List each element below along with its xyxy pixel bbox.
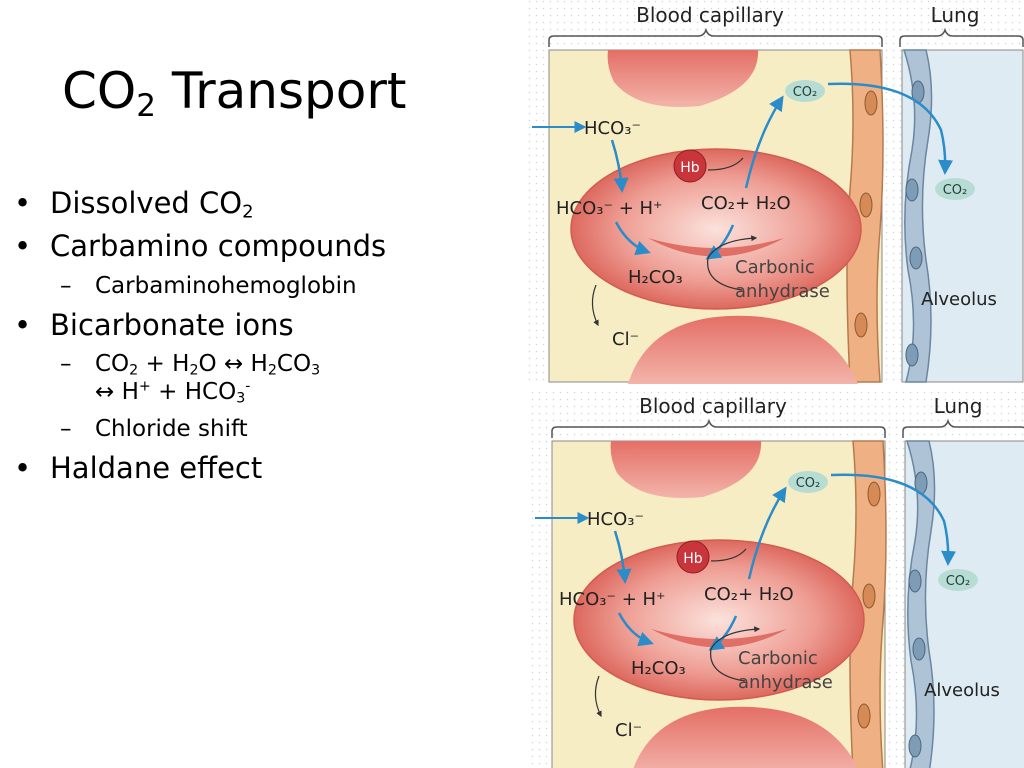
title-transport: Transport (156, 62, 407, 120)
label-lung: Lung (934, 394, 983, 418)
slide-title: CO2 Transport (62, 62, 407, 122)
label-hb: Hb (680, 160, 700, 176)
subbullet-text: Carbaminohemoglobin (95, 272, 357, 299)
eq-o-arrow-h: O ↔ H (198, 351, 268, 378)
label-blood-capillary: Blood capillary (639, 394, 787, 418)
eq-hco: + HCO (150, 379, 237, 406)
bullet-dot: • (14, 307, 32, 342)
eq-arrow-h: ↔ H (95, 379, 139, 406)
bullet-text: Haldane effect (50, 450, 263, 485)
label-lung: Lung (931, 3, 980, 27)
label-co2-plasma: CO₂ (796, 476, 821, 491)
label-co2-alveolus: CO₂ (943, 183, 968, 198)
label-cl: Cl⁻ (612, 329, 639, 350)
title-subscript: 2 (136, 87, 157, 124)
label-carbonic: Carbonic (738, 648, 818, 669)
label-anhydrase: anhydrase (738, 672, 833, 693)
label-hb: Hb (683, 551, 703, 567)
eq-sub: 2 (129, 363, 139, 379)
label-co2-h2o: CO₂+ H₂O (704, 584, 794, 605)
eq-sub: 3 (236, 391, 246, 408)
label-co2-h2o: CO₂+ H₂O (701, 193, 791, 214)
label-h2co3: H₂CO₃ (628, 267, 683, 288)
bullet-text: Bicarbonate ions (50, 307, 294, 342)
bullet-subscript: 2 (242, 201, 254, 223)
label-cl: Cl⁻ (615, 720, 642, 741)
subbullet-chloride: –Chloride shift (14, 415, 386, 443)
subbullet-dash: – (60, 272, 72, 299)
label-hco3-plasma: HCO₃⁻ (584, 118, 641, 139)
label-h2co3: H₂CO₃ (631, 658, 686, 679)
bullet-dot: • (14, 450, 32, 485)
eq-co: CO (95, 351, 130, 378)
bullet-bicarbonate: • Bicarbonate ions (14, 308, 386, 343)
label-blood-capillary: Blood capillary (636, 3, 784, 27)
label-carbonic: Carbonic (735, 257, 815, 278)
bullet-dot: • (14, 186, 32, 220)
subbullet-dash: – (60, 351, 72, 378)
label-co2-alveolus: CO₂ (946, 574, 971, 589)
eq-plus-h: + H (138, 351, 190, 378)
bullet-dissolved-co2: • Dissolved CO2 (14, 186, 386, 221)
subbullet-equation: –CO2 + H2O ↔ H2CO3↔ H+ + HCO3- (14, 350, 386, 406)
diagram-panel-bottom: Blood capillary Lung HCO₃⁻ HCO₃⁻ + H⁺ CO… (531, 391, 1024, 768)
eq-sup: + (138, 378, 151, 395)
eq-co3: CO (276, 351, 312, 378)
bullet-list: •Dissolved CO2 •Carbamino compounds –Car… (14, 186, 386, 493)
bullet-carbamino: • Carbamino compounds (14, 229, 386, 264)
eq-sub: 2 (189, 363, 199, 379)
label-alveolus: Alveolus (924, 680, 1000, 701)
bullet-text: Carbamino compounds (50, 228, 387, 263)
label-hco3-h: HCO₃⁻ + H⁺ (559, 589, 666, 610)
subbullet-carbaminohemoglobin: –Carbaminohemoglobin (14, 272, 386, 300)
label-hco3-h: HCO₃⁻ + H⁺ (556, 198, 663, 219)
bullet-text: Dissolved CO (50, 186, 243, 220)
bullet-haldane: • Haldane effect (14, 451, 386, 486)
title-co: CO (62, 62, 137, 120)
subbullet-dash: – (60, 415, 72, 442)
bullet-dot: • (14, 228, 32, 263)
label-alveolus: Alveolus (921, 289, 997, 310)
eq-sup: - (245, 378, 251, 395)
diagram-panel-top: Blood capillary Lung HCO₃⁻ HCO₃⁻ + H⁺ CO… (528, 0, 1024, 384)
label-anhydrase: anhydrase (735, 281, 830, 302)
label-co2-plasma: CO₂ (793, 85, 818, 100)
subbullet-text: Chloride shift (95, 415, 248, 442)
eq-sub: 3 (311, 363, 321, 379)
eq-sub: 2 (267, 363, 277, 379)
co2-transport-diagram: Blood capillary Lung HCO₃⁻ HCO₃⁻ + H⁺ CO… (528, 0, 1024, 768)
label-hco3-plasma: HCO₃⁻ (587, 509, 644, 530)
